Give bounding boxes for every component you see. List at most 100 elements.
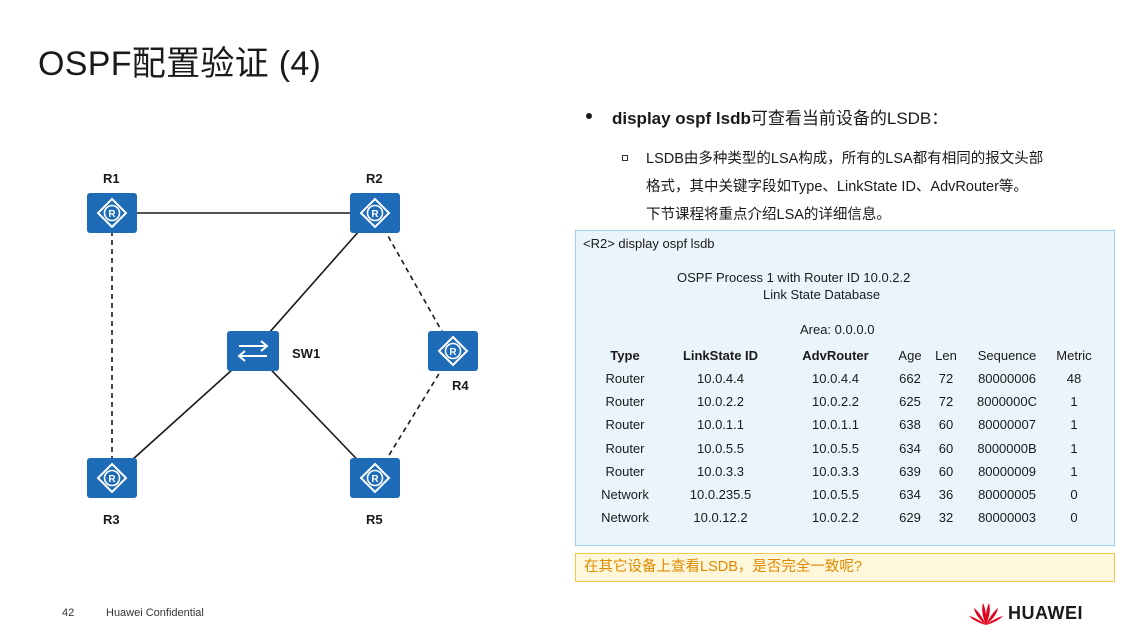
cell-sequence: 80000007 (978, 417, 1036, 433)
description-line-3: 下节课程将重点介绍LSA的详细信息。 (646, 207, 891, 223)
command-text: display ospf lsdb (612, 109, 751, 128)
cli-output-box: <R2> display ospf lsdb OSPF Process 1 wi… (575, 230, 1115, 546)
router-r3-icon (86, 457, 138, 499)
cell-sequence: 8000000B (977, 440, 1037, 456)
table-row: Router 10.0.3.3 10.0.3.3 639 60 80000009… (586, 460, 1100, 483)
cell-advrouter: 10.0.1.1 (812, 417, 859, 433)
label-sw1: SW1 (292, 346, 321, 361)
cell-age: 634 (899, 487, 921, 503)
cell-len: 36 (938, 487, 954, 503)
cell-metric: 48 (1066, 371, 1082, 387)
huawei-flower-icon (969, 603, 1003, 625)
bullet-lsdb-description: LSDB由多种类型的LSA构成，所有的LSA都有相同的报文头部 格式，其中关键字… (622, 145, 1122, 229)
cell-advrouter: 10.0.5.5 (812, 440, 859, 456)
cell-linkstate-id: 10.0.3.3 (697, 463, 744, 479)
lsdb-header-row: Type LinkState ID AdvRouter Age Len Sequ… (586, 343, 1100, 367)
cell-type: Router (605, 394, 645, 410)
col-linkstate-id: LinkState ID (682, 347, 759, 363)
table-row: Network 10.0.12.2 10.0.2.2 629 32 800000… (586, 506, 1100, 529)
cell-len: 60 (938, 463, 954, 479)
cell-sequence: 80000009 (978, 463, 1036, 479)
link-r4-r5 (374, 350, 454, 479)
description-line-1: LSDB由多种类型的LSA构成，所有的LSA都有相同的报文头部 (646, 151, 1044, 167)
cell-advrouter: 10.0.3.3 (812, 463, 859, 479)
col-type: Type (610, 347, 640, 363)
cell-sequence: 80000003 (978, 510, 1036, 526)
link-r2-sw1 (252, 212, 376, 352)
cell-age: 639 (899, 463, 921, 479)
cell-age: 625 (899, 394, 921, 410)
huawei-logo: HUAWEI (966, 598, 1096, 628)
cell-sequence: 8000000C (977, 394, 1037, 410)
cell-len: 72 (938, 371, 954, 387)
col-advrouter: AdvRouter (802, 347, 869, 363)
cell-metric: 0 (1070, 487, 1078, 503)
router-r2-icon (349, 192, 401, 234)
cli-area-line: Area: 0.0.0.0 (800, 322, 875, 337)
command-description: 可查看当前设备的LSDB： (750, 109, 949, 128)
link-sw1-r5 (252, 350, 376, 479)
cell-type: Network (601, 487, 649, 503)
col-len: Len (935, 347, 957, 363)
cell-age: 629 (899, 510, 921, 526)
question-box: 在其它设备上查看LSDB，是否完全一致呢? (575, 553, 1115, 582)
table-row: Router 10.0.1.1 10.0.1.1 638 60 80000007… (586, 413, 1100, 436)
col-metric: Metric (1056, 347, 1092, 363)
table-row: Router 10.0.5.5 10.0.5.5 634 60 8000000B… (586, 437, 1100, 460)
page-title: OSPF配置验证 (4) (38, 45, 322, 83)
label-r1: R1 (103, 171, 120, 186)
network-topology-diagram: R (86, 192, 479, 499)
cell-type: Network (601, 510, 649, 526)
cell-len: 32 (938, 510, 954, 526)
cli-command-line: <R2> display ospf lsdb (583, 236, 715, 251)
col-sequence: Sequence (977, 347, 1037, 363)
cell-metric: 1 (1070, 417, 1078, 433)
table-row: Network 10.0.235.5 10.0.5.5 634 36 80000… (586, 483, 1100, 506)
link-sw1-r3 (111, 350, 254, 479)
cell-type: Router (605, 417, 645, 433)
cell-metric: 1 (1070, 394, 1078, 410)
cell-len: 60 (938, 440, 954, 456)
description-line-2: 格式，其中关键字段如Type、LinkState ID、AdvRouter等。 (646, 179, 1028, 195)
label-r2: R2 (366, 171, 383, 186)
col-age: Age (898, 347, 922, 363)
cell-sequence: 80000006 (978, 371, 1036, 387)
lsdb-table: Type LinkState ID AdvRouter Age Len Sequ… (586, 343, 1100, 529)
cell-advrouter: 10.0.4.4 (812, 371, 859, 387)
cell-metric: 0 (1070, 510, 1078, 526)
cell-advrouter: 10.0.2.2 (812, 394, 859, 410)
confidential-label: Huawei Confidential (106, 607, 204, 619)
cell-type: Router (605, 371, 645, 387)
cell-metric: 1 (1070, 463, 1078, 479)
router-r5-icon (349, 457, 401, 499)
label-r4: R4 (452, 378, 469, 393)
cell-age: 634 (899, 440, 921, 456)
cli-process-header: OSPF Process 1 with Router ID 10.0.2.2 (677, 270, 911, 285)
router-r1-icon (86, 192, 138, 234)
bullet-dot-icon (586, 113, 592, 119)
cell-linkstate-id: 10.0.1.1 (697, 417, 744, 433)
cell-type: Router (605, 463, 645, 479)
cell-len: 72 (938, 394, 954, 410)
table-row: Router 10.0.4.4 10.0.4.4 662 72 80000006… (586, 367, 1100, 390)
cell-len: 60 (938, 417, 954, 433)
cell-linkstate-id: 10.0.5.5 (697, 440, 744, 456)
link-r2-r4 (374, 212, 454, 352)
cell-age: 662 (899, 371, 921, 387)
bullet-display-lsdb: display ospf lsdb可查看当前设备的LSDB： (586, 104, 948, 129)
cell-linkstate-id: 10.0.12.2 (693, 510, 748, 526)
table-row: Router 10.0.2.2 10.0.2.2 625 72 8000000C… (586, 390, 1100, 413)
cell-linkstate-id: 10.0.2.2 (697, 394, 744, 410)
cli-database-header: Link State Database (763, 287, 881, 302)
cell-advrouter: 10.0.5.5 (812, 487, 859, 503)
huawei-logo-text: HUAWEI (1008, 603, 1083, 623)
switch-sw1-icon (226, 330, 280, 372)
label-r3: R3 (103, 512, 120, 527)
cell-linkstate-id: 10.0.4.4 (697, 371, 744, 387)
page-number: 42 (62, 607, 75, 619)
cell-linkstate-id: 10.0.235.5 (689, 487, 752, 503)
cell-type: Router (605, 440, 645, 456)
label-r5: R5 (366, 512, 383, 527)
bullet-square-icon (622, 155, 628, 161)
cell-sequence: 80000005 (978, 487, 1036, 503)
